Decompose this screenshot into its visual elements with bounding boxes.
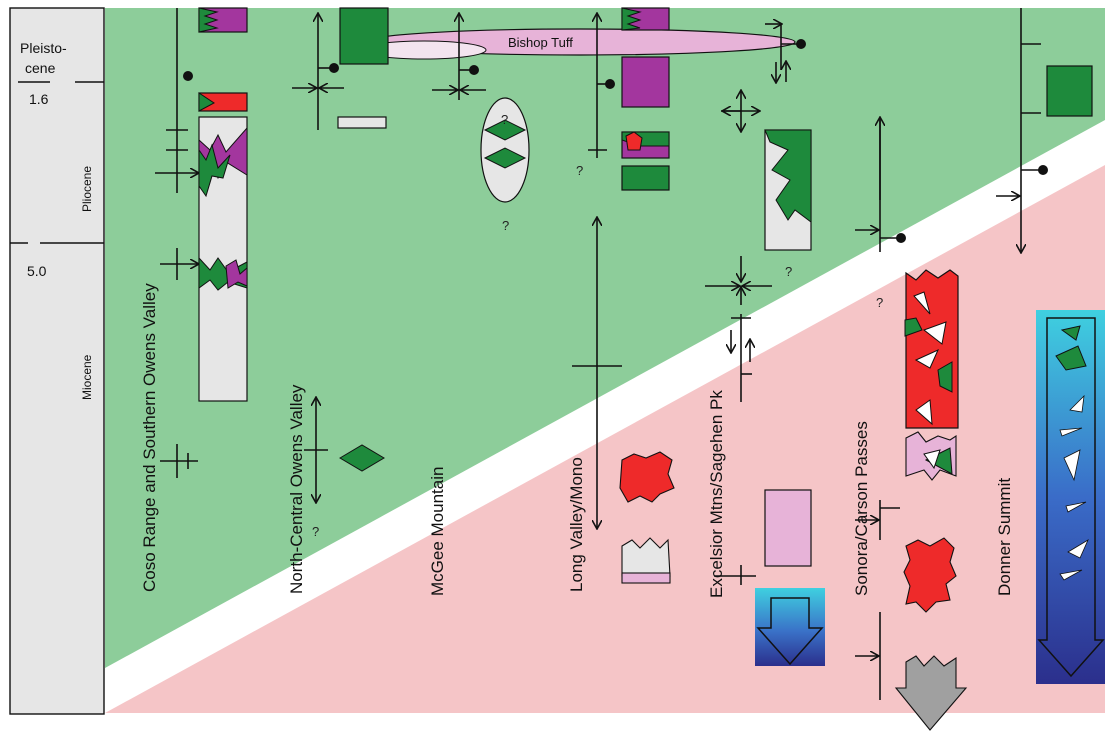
- bishop-tuff-label: Bishop Tuff: [508, 35, 573, 50]
- timescale-column: [9, 7, 105, 715]
- north-central-owens-column: [292, 7, 389, 502]
- age-5-0: 5.0: [27, 263, 47, 279]
- question-mark: ?: [576, 163, 583, 178]
- coso-range-column: [155, 7, 248, 478]
- epoch-pliocene: Pliocene: [80, 166, 94, 212]
- locality-label-donner-summit: Donner Summit: [995, 478, 1014, 596]
- epoch-miocene: Miocene: [80, 354, 94, 400]
- sonora-carson-column: [765, 24, 968, 731]
- epoch-pleistocene-line1: Pleisto-: [20, 40, 67, 56]
- locality-label-excelsior-mtns: Excelsior Mtns/Sagehen Pk: [707, 390, 726, 598]
- excelsior-mtns-column: [705, 91, 825, 666]
- question-mark: ?: [501, 112, 508, 127]
- pink-zone: [105, 165, 1105, 713]
- age-1-6: 1.6: [29, 91, 49, 107]
- locality-label-sonora-carson: Sonora/Carson Passes: [852, 421, 871, 596]
- epoch-pleistocene-line2: cene: [25, 60, 56, 76]
- question-mark: ?: [312, 524, 319, 539]
- green-zone: [105, 8, 1105, 668]
- locality-label-coso-range: Coso Range and Southern Owens Valley: [140, 283, 159, 592]
- locality-label-mcgee-mountain: McGee Mountain: [428, 467, 447, 596]
- donner-summit-column: [996, 8, 1105, 684]
- question-mark: ?: [785, 264, 792, 279]
- locality-label-long-valley: Long Valley/Mono: [567, 457, 586, 592]
- mcgee-mountain-column: [432, 14, 530, 203]
- question-mark: ?: [876, 295, 883, 310]
- long-valley-column: [572, 7, 675, 584]
- locality-label-north-central-owens: North-Central Owens Valley: [287, 384, 306, 594]
- question-mark: ?: [502, 218, 509, 233]
